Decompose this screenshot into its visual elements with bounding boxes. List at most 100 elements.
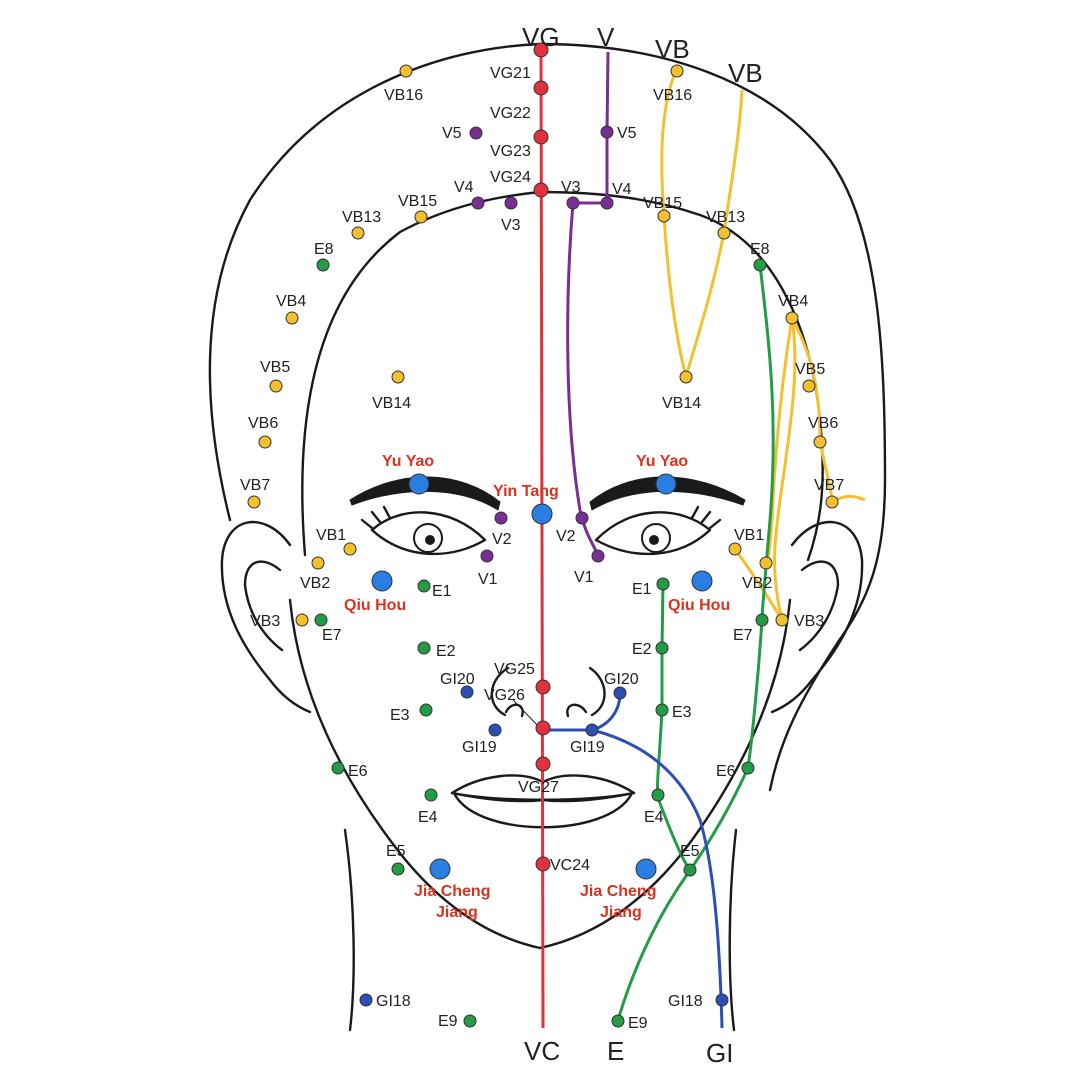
hairline <box>301 190 824 562</box>
meridian-vc-label: VC <box>524 1036 560 1066</box>
point-vg27 <box>535 756 551 772</box>
point-vb5-right <box>802 379 816 393</box>
label-gi20-right: GI20 <box>604 671 639 688</box>
point-e5-right <box>683 863 697 877</box>
point-e2-left <box>417 641 431 655</box>
nose-right-wing <box>588 666 606 717</box>
right-nostril <box>566 703 588 718</box>
point-vb6-left <box>258 435 272 449</box>
point-vb1-right <box>728 542 742 556</box>
point-vb14-left <box>391 370 405 384</box>
e-meridian-line-face <box>655 583 692 871</box>
label-v3-right: V3 <box>561 179 581 196</box>
label-e5-right: E5 <box>680 843 700 860</box>
point-vb3-left <box>295 613 309 627</box>
label-jia-cheng-left-1: Jia Cheng <box>414 883 490 900</box>
point-v4-left <box>471 196 485 210</box>
label-gi18-left: GI18 <box>376 993 411 1010</box>
point-qiu-hou-right <box>691 570 713 592</box>
right-eyebrow <box>589 476 746 511</box>
label-e4-right: E4 <box>644 809 664 826</box>
vg26-leader-line <box>512 699 541 729</box>
label-vb2-left: VB2 <box>300 575 330 592</box>
head-outline <box>208 42 887 792</box>
point-yu-yao-left <box>408 473 430 495</box>
label-vb7-left: VB7 <box>240 477 270 494</box>
point-vb6-right <box>813 435 827 449</box>
point-e4-left <box>424 788 438 802</box>
point-gi18-left <box>359 993 373 1007</box>
label-qiu-hou-right: Qiu Hou <box>668 597 730 614</box>
label-vb4-left: VB4 <box>276 293 306 310</box>
label-gi18-right: GI18 <box>668 993 703 1010</box>
label-vb6-right: VB6 <box>808 415 838 432</box>
head-outline-group <box>208 42 887 1032</box>
label-e3-right: E3 <box>672 704 692 721</box>
left-lashes <box>360 505 392 530</box>
label-e6-right: E6 <box>716 763 736 780</box>
label-vb16-left: VB16 <box>384 87 423 104</box>
left-eyebrow <box>349 476 501 511</box>
label-gi19-left: GI19 <box>462 739 497 756</box>
point-e5-left <box>391 862 405 876</box>
label-e9-left: E9 <box>438 1013 458 1030</box>
right-pupil <box>649 535 659 545</box>
point-vb13-right <box>717 226 731 240</box>
label-vb6-left: VB6 <box>248 415 278 432</box>
label-vb5-right: VB5 <box>795 361 825 378</box>
label-vb13-right: VB13 <box>706 209 745 226</box>
point-vg23 <box>533 129 549 145</box>
label-yu-yao-left: Yu Yao <box>382 453 434 470</box>
meridian-v-label: V <box>597 22 615 52</box>
point-jia-cheng-right <box>635 858 657 880</box>
point-vg24 <box>533 182 549 198</box>
label-vg21: VG21 <box>490 65 531 82</box>
point-vb5-left <box>269 379 283 393</box>
left-pupil <box>425 535 435 545</box>
label-vg25: VG25 <box>494 661 535 678</box>
label-v5-right: V5 <box>617 125 637 142</box>
point-e8-left <box>316 258 330 272</box>
point-e9-left <box>463 1014 477 1028</box>
point-e6-right <box>741 761 755 775</box>
point-e4-right <box>651 788 665 802</box>
label-v2-left: V2 <box>492 531 512 548</box>
point-e3-right <box>655 703 669 717</box>
point-vg25 <box>535 679 551 695</box>
right-iris <box>641 523 671 553</box>
label-vb1-left: VB1 <box>316 527 346 544</box>
point-e8-right <box>753 258 767 272</box>
point-vb1-left <box>343 542 357 556</box>
point-v2-left <box>494 511 508 525</box>
point-gi18-right <box>715 993 729 1007</box>
point-v1-right <box>591 549 605 563</box>
nose-left-wing <box>490 666 510 717</box>
right-ear-inner <box>798 560 840 652</box>
left-ear-inner <box>243 560 284 652</box>
label-vb15-right: VB15 <box>643 195 682 212</box>
label-vg24: VG24 <box>490 169 531 186</box>
meridian-vb-label-2: VB <box>728 58 763 88</box>
label-e8-left: E8 <box>314 241 334 258</box>
label-e9-right: E9 <box>628 1015 648 1032</box>
label-vg23: VG23 <box>490 143 531 160</box>
point-vg21 <box>533 80 549 96</box>
vb-meridian-line-side <box>733 317 866 621</box>
point-gi19-left <box>488 723 502 737</box>
right-ear <box>770 520 864 714</box>
label-e2-right: E2 <box>632 641 652 658</box>
right-eye <box>594 511 712 556</box>
point-jia-cheng-left <box>429 858 451 880</box>
label-vg22: VG22 <box>490 105 531 122</box>
neck-right <box>728 828 738 1032</box>
label-vc24: VC24 <box>550 857 590 874</box>
label-qiu-hou-left: Qiu Hou <box>344 597 406 614</box>
point-vb13-left <box>351 226 365 240</box>
label-vb16-right: VB16 <box>653 87 692 104</box>
point-v1-left <box>480 549 494 563</box>
label-e3-left: E3 <box>390 707 410 724</box>
face-right-contour <box>538 598 792 950</box>
label-vb3-right: VB3 <box>794 613 824 630</box>
meridian-e-label: E <box>607 1036 624 1066</box>
